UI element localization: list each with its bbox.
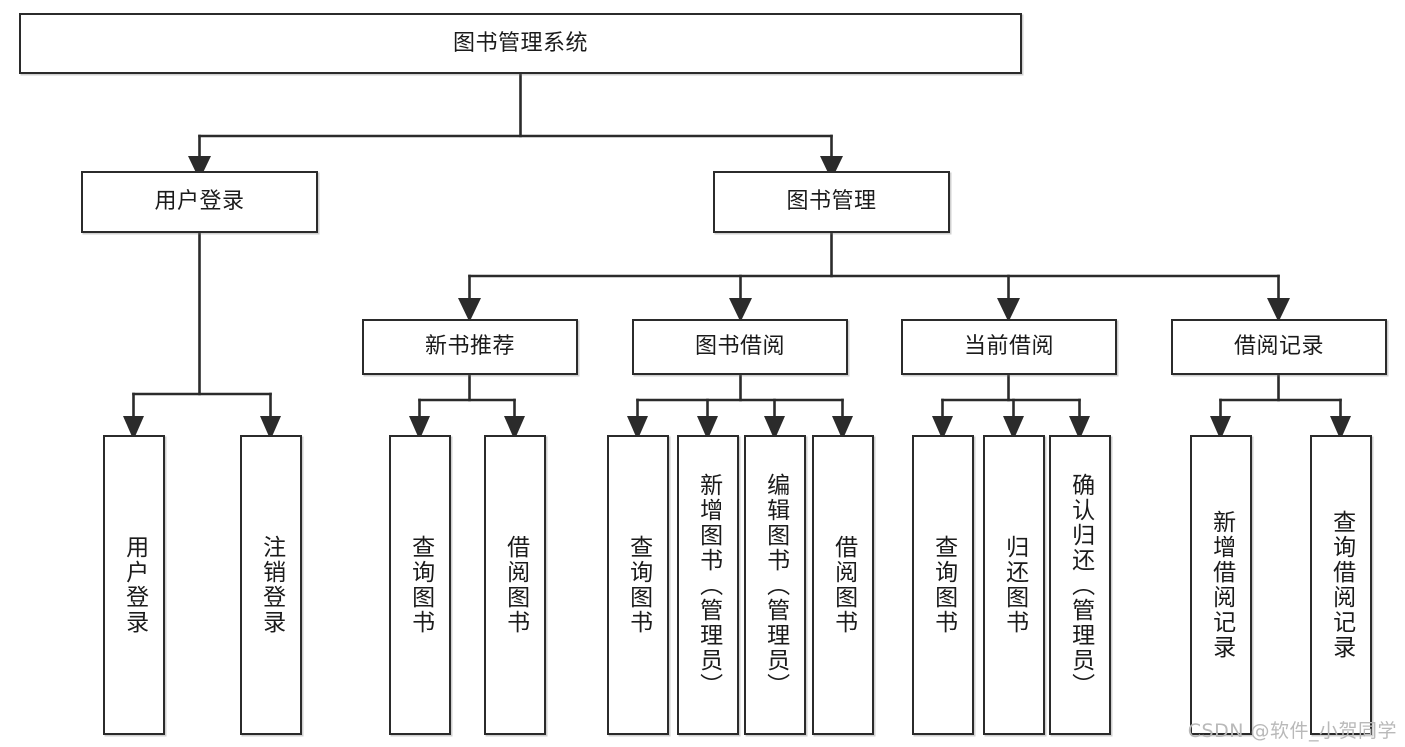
node-user-login[interactable]: 用户登录	[81, 171, 318, 233]
node-label: 借阅图书	[830, 535, 857, 635]
node-leaf-borrow-book[interactable]: 借阅图书	[812, 435, 874, 735]
node-leaf-add-book-admin[interactable]: 新增图书（管理员）	[677, 435, 739, 735]
node-label: 图书管理	[786, 189, 877, 215]
node-leaf-user-login[interactable]: 用户登录	[103, 435, 165, 735]
node-leaf-return-book[interactable]: 归还图书	[983, 435, 1045, 735]
node-label: 图书借阅	[694, 334, 785, 360]
node-label: 确认归还（管理员）	[1067, 472, 1094, 698]
node-current-borrow[interactable]: 当前借阅	[901, 319, 1117, 375]
node-label: 借阅图书	[502, 535, 529, 635]
node-label: 编辑图书（管理员）	[762, 472, 789, 698]
node-label: 借阅记录	[1233, 334, 1324, 360]
node-label: 查询图书	[930, 535, 957, 635]
node-label: 查询图书	[407, 535, 434, 635]
node-leaf-query-book-current[interactable]: 查询图书	[912, 435, 974, 735]
node-label: 查询图书	[625, 535, 652, 635]
node-leaf-query-borrow-record[interactable]: 查询借阅记录	[1310, 435, 1372, 735]
node-leaf-query-book-recommend[interactable]: 查询图书	[389, 435, 451, 735]
node-label: 归还图书	[1001, 535, 1028, 635]
node-leaf-edit-book-admin[interactable]: 编辑图书（管理员）	[744, 435, 806, 735]
node-label: 查询借阅记录	[1328, 510, 1355, 660]
node-label: 用户登录	[121, 535, 148, 635]
node-label: 用户登录	[154, 189, 245, 215]
node-label: 新增图书（管理员）	[695, 472, 722, 698]
node-book-management[interactable]: 图书管理	[713, 171, 950, 233]
watermark-text: CSDN @软件_小贺同学	[1187, 720, 1397, 742]
node-label: 新增借阅记录	[1208, 510, 1235, 660]
node-leaf-logout[interactable]: 注销登录	[240, 435, 302, 735]
node-leaf-query-book-borrow[interactable]: 查询图书	[607, 435, 669, 735]
node-book-borrow[interactable]: 图书借阅	[632, 319, 848, 375]
node-new-book-recommend[interactable]: 新书推荐	[362, 319, 578, 375]
node-leaf-add-borrow-record[interactable]: 新增借阅记录	[1190, 435, 1252, 735]
node-leaf-confirm-return-admin[interactable]: 确认归还（管理员）	[1049, 435, 1111, 735]
node-label: 当前借阅	[963, 334, 1054, 360]
node-borrow-record[interactable]: 借阅记录	[1171, 319, 1387, 375]
node-label: 图书管理系统	[452, 30, 588, 56]
node-label: 注销登录	[258, 535, 285, 635]
node-leaf-borrow-book-recommend[interactable]: 借阅图书	[484, 435, 546, 735]
node-label: 新书推荐	[424, 334, 515, 360]
node-root-system[interactable]: 图书管理系统	[19, 13, 1022, 74]
